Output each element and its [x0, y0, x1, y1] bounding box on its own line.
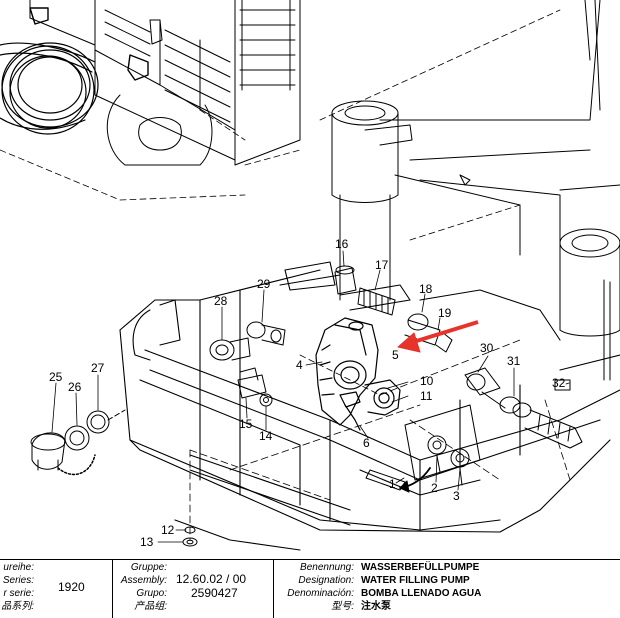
group-label-zh: 产品组:: [134, 601, 167, 612]
part-name-es: BOMBA LLENADO AGUA: [361, 588, 482, 599]
hose-clamps-right: [464, 367, 583, 449]
callout-15: 15: [239, 417, 253, 431]
callout-6: 6: [363, 436, 370, 450]
callout-14: 14: [259, 429, 273, 443]
callout-32: 32: [552, 376, 566, 390]
series-label-zh: 品系列:: [1, 601, 34, 612]
direction-arrow: [399, 467, 431, 493]
title-block: ureihe: Series: r serie: 品系列: 1920 Grupp…: [0, 559, 620, 618]
callout-28: 28: [214, 294, 228, 308]
cap-and-chain: [30, 409, 126, 476]
upper-frame: [379, 0, 620, 256]
callout-2: 2: [431, 481, 438, 495]
leader-lines: [51, 250, 570, 543]
callout-26: 26: [68, 380, 82, 394]
assembly-number: 12.60.02 / 00: [176, 572, 247, 586]
filter-housing: [29, 0, 301, 166]
part-name-en: WATER FILLING PUMP: [361, 575, 470, 586]
pipe-fittings-middle: [237, 367, 273, 407]
group-label-es: Grupo:: [136, 588, 167, 599]
callout-11: 11: [420, 389, 433, 403]
right-cylinder-tank: [559, 228, 620, 381]
name-label-zh: 型号:: [331, 601, 354, 612]
series-label-de: ureihe:: [3, 562, 34, 573]
callout-17: 17: [375, 258, 389, 272]
callout-1: 1: [389, 477, 396, 491]
group-label-de: Gruppe:: [130, 562, 167, 573]
group-block: Gruppe: Assembly: Grupo: 产品组: 12.60.02 /…: [113, 560, 273, 618]
highlight-arrow: [397, 320, 479, 353]
callout-27: 27: [91, 361, 105, 375]
left-cylinder-tank: [331, 100, 413, 301]
name-label-en: Designation:: [298, 575, 354, 586]
name-label-de: Benennung:: [300, 562, 354, 573]
callout-3: 3: [453, 489, 460, 503]
callout-16: 16: [335, 237, 349, 251]
series-label-es: r serie:: [3, 588, 34, 599]
callout-18: 18: [419, 282, 433, 296]
callout-19: 19: [438, 306, 452, 320]
callout-10: 10: [420, 374, 434, 388]
name-block: Benennung: Designation: Denominación: 型号…: [274, 560, 620, 618]
group-number: 2590427: [191, 586, 238, 600]
water-filling-pump: [315, 317, 401, 431]
divider-1: [112, 560, 113, 618]
control-connectors: [365, 404, 481, 491]
divider-2: [273, 560, 274, 618]
name-label-es: Denominación:: [287, 588, 354, 599]
series-label-en: Series:: [2, 575, 34, 586]
callout-30: 30: [480, 341, 494, 355]
callout-25: 25: [49, 370, 63, 384]
part-name-zh: 注水泵: [361, 601, 391, 612]
callout-29: 29: [257, 277, 271, 291]
dashed-guides: [0, 9, 561, 396]
callout-5: 5: [392, 348, 399, 362]
group-label-en: Assembly:: [120, 575, 167, 586]
pipe-fittings-upper: [334, 265, 453, 353]
lower-frame: [119, 261, 620, 551]
series-block: ureihe: Series: r serie: 品系列: 1920: [0, 560, 112, 618]
callout-12: 12: [161, 523, 175, 537]
dashed-frame-lower: [189, 339, 571, 541]
callout-4: 4: [296, 358, 303, 372]
callout-31: 31: [507, 354, 521, 368]
series-value: 1920: [58, 580, 85, 594]
coiled-hose: [0, 42, 99, 135]
exploded-parts-drawing: [0, 0, 620, 551]
part-name-de: WASSERBEFÜLLPUMPE: [361, 562, 480, 573]
callout-13: 13: [140, 535, 154, 549]
pipe-fittings-left: [209, 321, 286, 361]
